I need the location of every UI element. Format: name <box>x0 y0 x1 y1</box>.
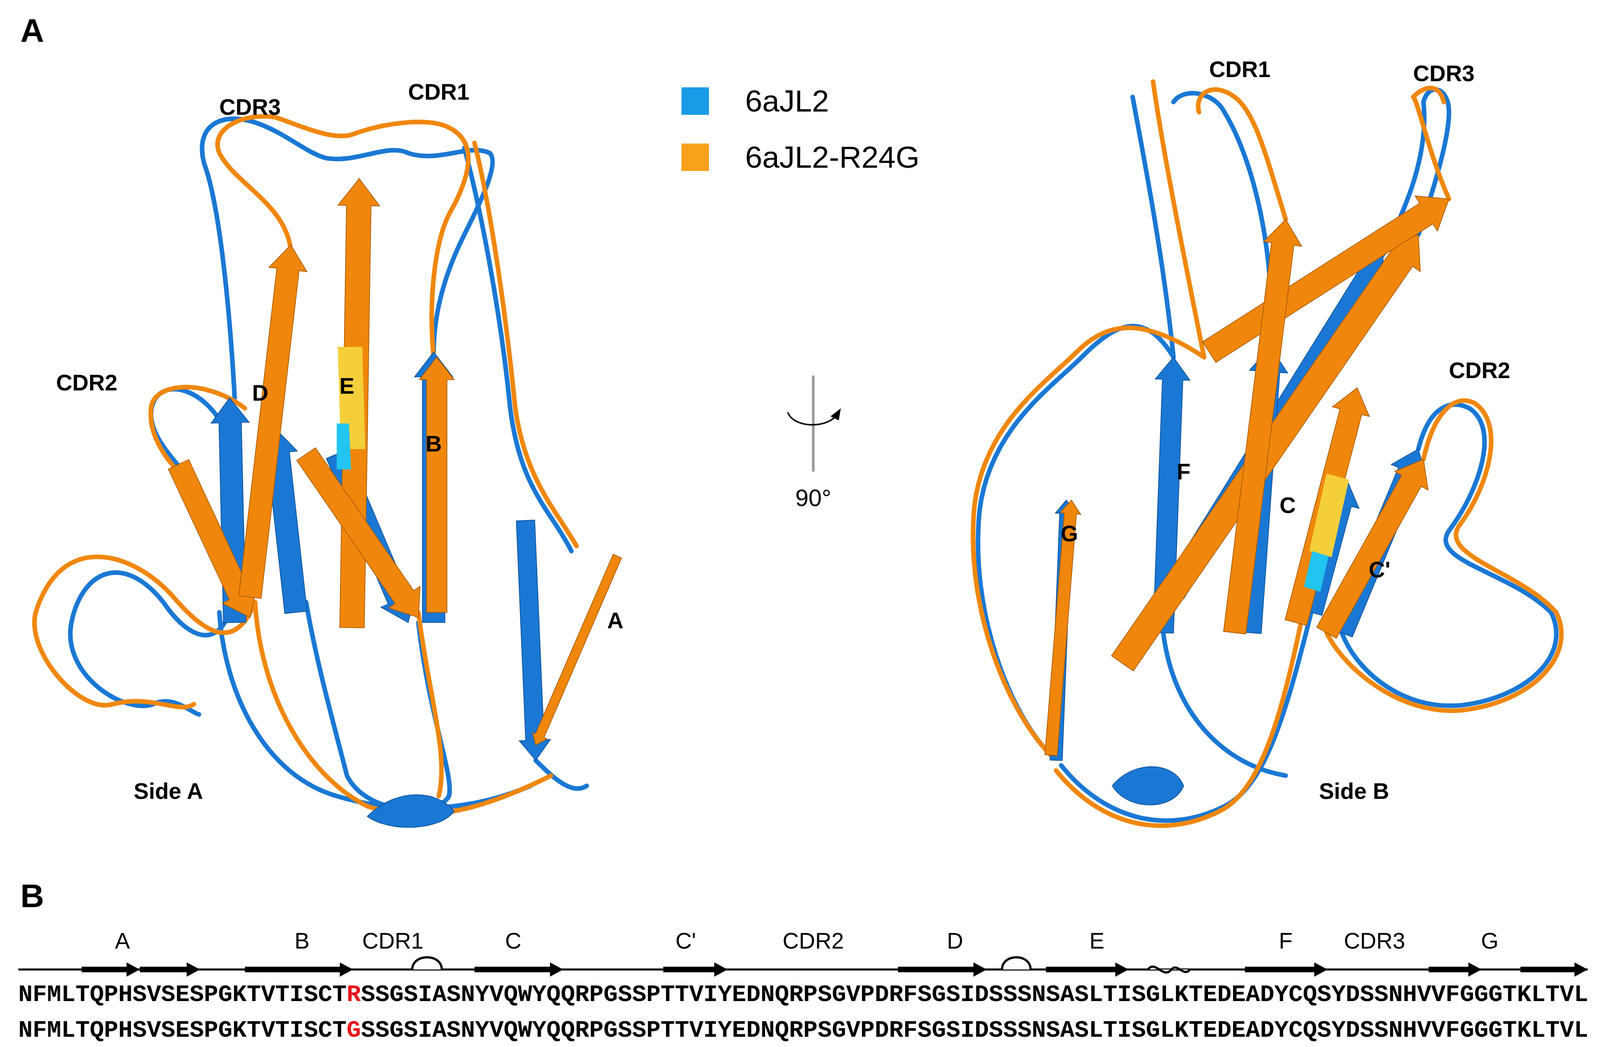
beta-strand <box>296 447 421 618</box>
structure-label: E <box>339 374 355 397</box>
structure-label: CDR2 <box>1448 359 1511 382</box>
coil-tube <box>418 612 442 796</box>
coil-tube <box>217 116 469 358</box>
coil-tube <box>219 612 531 809</box>
coil-tube <box>474 142 577 546</box>
structure-label: C' <box>1368 558 1391 581</box>
coil-tube <box>464 148 572 552</box>
coil-tube <box>150 389 225 470</box>
helix-turn <box>367 794 455 828</box>
strand-arrow <box>474 962 563 977</box>
rotation-arrowhead <box>830 407 842 421</box>
rotation-axis <box>811 375 815 472</box>
rotation-label: 90° <box>795 485 832 510</box>
structure-label: C <box>1279 493 1297 517</box>
ribbon-group <box>18 81 1588 977</box>
legend-text: 6aJL2 <box>745 85 829 117</box>
topology-label: D <box>946 929 964 953</box>
sequence-text: NFMLTQPHSVSESPGKTVTISCT <box>18 982 347 1007</box>
sequence-text: NFMLTQPHSVSESPGKTVTISCT <box>18 1018 347 1043</box>
structure-label: B <box>425 432 443 456</box>
structure-label: D <box>252 381 269 405</box>
structure-label: Side A <box>133 779 203 803</box>
mutated-residue: G <box>346 1018 361 1043</box>
beta-strand <box>1044 499 1081 756</box>
rotation-arrow <box>787 412 837 425</box>
legend-text: 6aJL2-R24G <box>745 141 920 173</box>
strand-arrow <box>81 962 140 977</box>
mutation-highlight <box>1303 551 1329 593</box>
legend-row: 6aJL2-R24G <box>681 141 920 173</box>
loop-symbol <box>1148 966 1190 973</box>
structure-label: CDR3 <box>1413 62 1475 85</box>
strand-arrow <box>1046 962 1129 977</box>
topology-label: C <box>505 929 522 953</box>
structure-label: F <box>1176 460 1191 483</box>
topology-label: G <box>1481 929 1499 953</box>
coil-tube <box>1132 96 1174 358</box>
mutation-highlight <box>336 423 351 470</box>
strand-arrow <box>139 962 201 977</box>
strand-arrow <box>1428 962 1482 977</box>
topology-label: E <box>1089 929 1105 953</box>
sequence-text: SSGSIASNYVQWYQQRPGSSPTTVIYEDNQRPSGVPDRFS… <box>360 982 1589 1007</box>
coil-tube <box>1061 612 1312 821</box>
topology-label: CDR2 <box>782 929 844 953</box>
helix-turn <box>1112 766 1184 805</box>
strand-arrow <box>898 962 987 977</box>
coil-tube <box>973 327 1204 755</box>
coil-tube <box>1198 89 1286 220</box>
strand-arrow <box>244 962 354 977</box>
loop-symbol <box>412 957 442 970</box>
legend-row: 6aJL2 <box>681 85 829 117</box>
strand-arrow <box>1244 962 1328 977</box>
structure-label: Side B <box>1319 779 1390 803</box>
legend-swatch <box>681 87 709 115</box>
beta-strand <box>1202 196 1450 363</box>
beta-strand <box>532 554 622 746</box>
coil-tube <box>1153 81 1204 358</box>
sequence-text: SSGSIASNYVQWYQQRPGSSPTTVIYEDNQRPSGVPDRFS… <box>360 1018 1589 1043</box>
beta-strand <box>419 357 455 613</box>
topology-label: F <box>1278 929 1293 953</box>
topology-label: CDR1 <box>362 929 424 953</box>
mutation-highlight <box>1309 473 1350 558</box>
structure-label: CDR3 <box>219 95 281 119</box>
loop-symbol <box>1002 957 1031 970</box>
structure-label: CDR1 <box>407 80 470 103</box>
strand-arrow <box>1520 962 1588 977</box>
topology-label: A <box>114 929 130 953</box>
structure-label: CDR1 <box>1209 58 1271 81</box>
coil-tube <box>1163 632 1286 776</box>
beta-strand <box>1223 219 1302 634</box>
coil-tube <box>1413 88 1450 200</box>
coil-tube <box>535 760 587 789</box>
legend-swatch <box>681 143 709 171</box>
topology-label: B <box>294 929 310 953</box>
coil-tube <box>1056 622 1302 826</box>
panel-letter: A <box>20 14 45 48</box>
topology-label: CDR3 <box>1343 929 1406 953</box>
structure-label: G <box>1060 522 1079 545</box>
topology-label: C' <box>675 929 696 953</box>
structure-label: CDR2 <box>56 371 118 395</box>
panel-letter: B <box>20 879 45 913</box>
sequence-row: NFMLTQPHSVSESPGKTVTISCTRSSGSIASNYVQWYQQR… <box>18 982 1589 1007</box>
sequence-row: NFMLTQPHSVSESPGKTVTISCTGSSGSIASNYVQWYQQR… <box>18 1018 1589 1043</box>
mutated-residue: R <box>346 982 361 1007</box>
coil-tube <box>255 601 552 815</box>
coil-tube <box>70 572 230 715</box>
structure-label: A <box>607 609 624 632</box>
strand-arrow <box>663 962 728 977</box>
beta-strand <box>239 244 308 599</box>
